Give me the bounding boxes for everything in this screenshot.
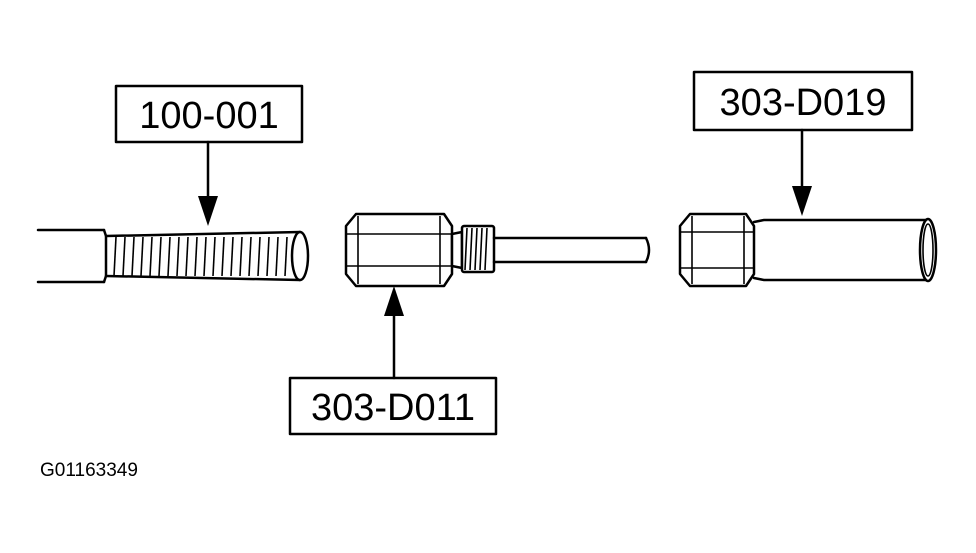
thread-line — [479, 227, 483, 271]
thread-line — [266, 236, 270, 277]
thread-line — [158, 236, 162, 277]
thread-line — [194, 236, 198, 277]
callout-label: 303-D011 — [311, 387, 475, 429]
figure-id: G01163349 — [40, 460, 138, 481]
thread-lines — [464, 227, 488, 271]
arrow-up-icon — [384, 286, 404, 316]
thread-lines — [113, 236, 288, 277]
callout-303-D011: 303-D011 — [288, 286, 498, 436]
thread-line — [212, 236, 216, 277]
thread-line — [140, 236, 144, 277]
thread-line — [176, 236, 180, 277]
thread-line — [464, 227, 468, 271]
thread-line — [469, 227, 473, 271]
thread-line — [185, 236, 189, 277]
callout-100-001: 100-001 — [114, 84, 304, 226]
thread-line — [248, 236, 252, 277]
callout-303-D019: 303-D019 — [692, 70, 914, 216]
arrow-down-icon — [198, 196, 218, 226]
callout-label: 303-D019 — [720, 82, 887, 124]
part-100-001 — [36, 228, 310, 284]
thread-line — [484, 227, 488, 271]
part-303-D019 — [678, 212, 938, 288]
thread-line — [275, 236, 279, 277]
thread-line — [203, 236, 207, 277]
thread-line — [257, 236, 261, 277]
thread-line — [230, 236, 234, 277]
thread-line — [239, 236, 243, 277]
thread-line — [474, 227, 478, 271]
thread-line — [167, 236, 171, 277]
thread-line — [131, 236, 135, 277]
callout-label: 100-001 — [139, 95, 278, 137]
thread-line — [113, 236, 117, 277]
thread-line — [149, 236, 153, 277]
thread-line — [221, 236, 225, 277]
arrow-down-icon — [792, 186, 812, 216]
thread-line — [284, 236, 288, 277]
part-303-D011 — [344, 212, 651, 288]
thread-line — [122, 236, 126, 277]
